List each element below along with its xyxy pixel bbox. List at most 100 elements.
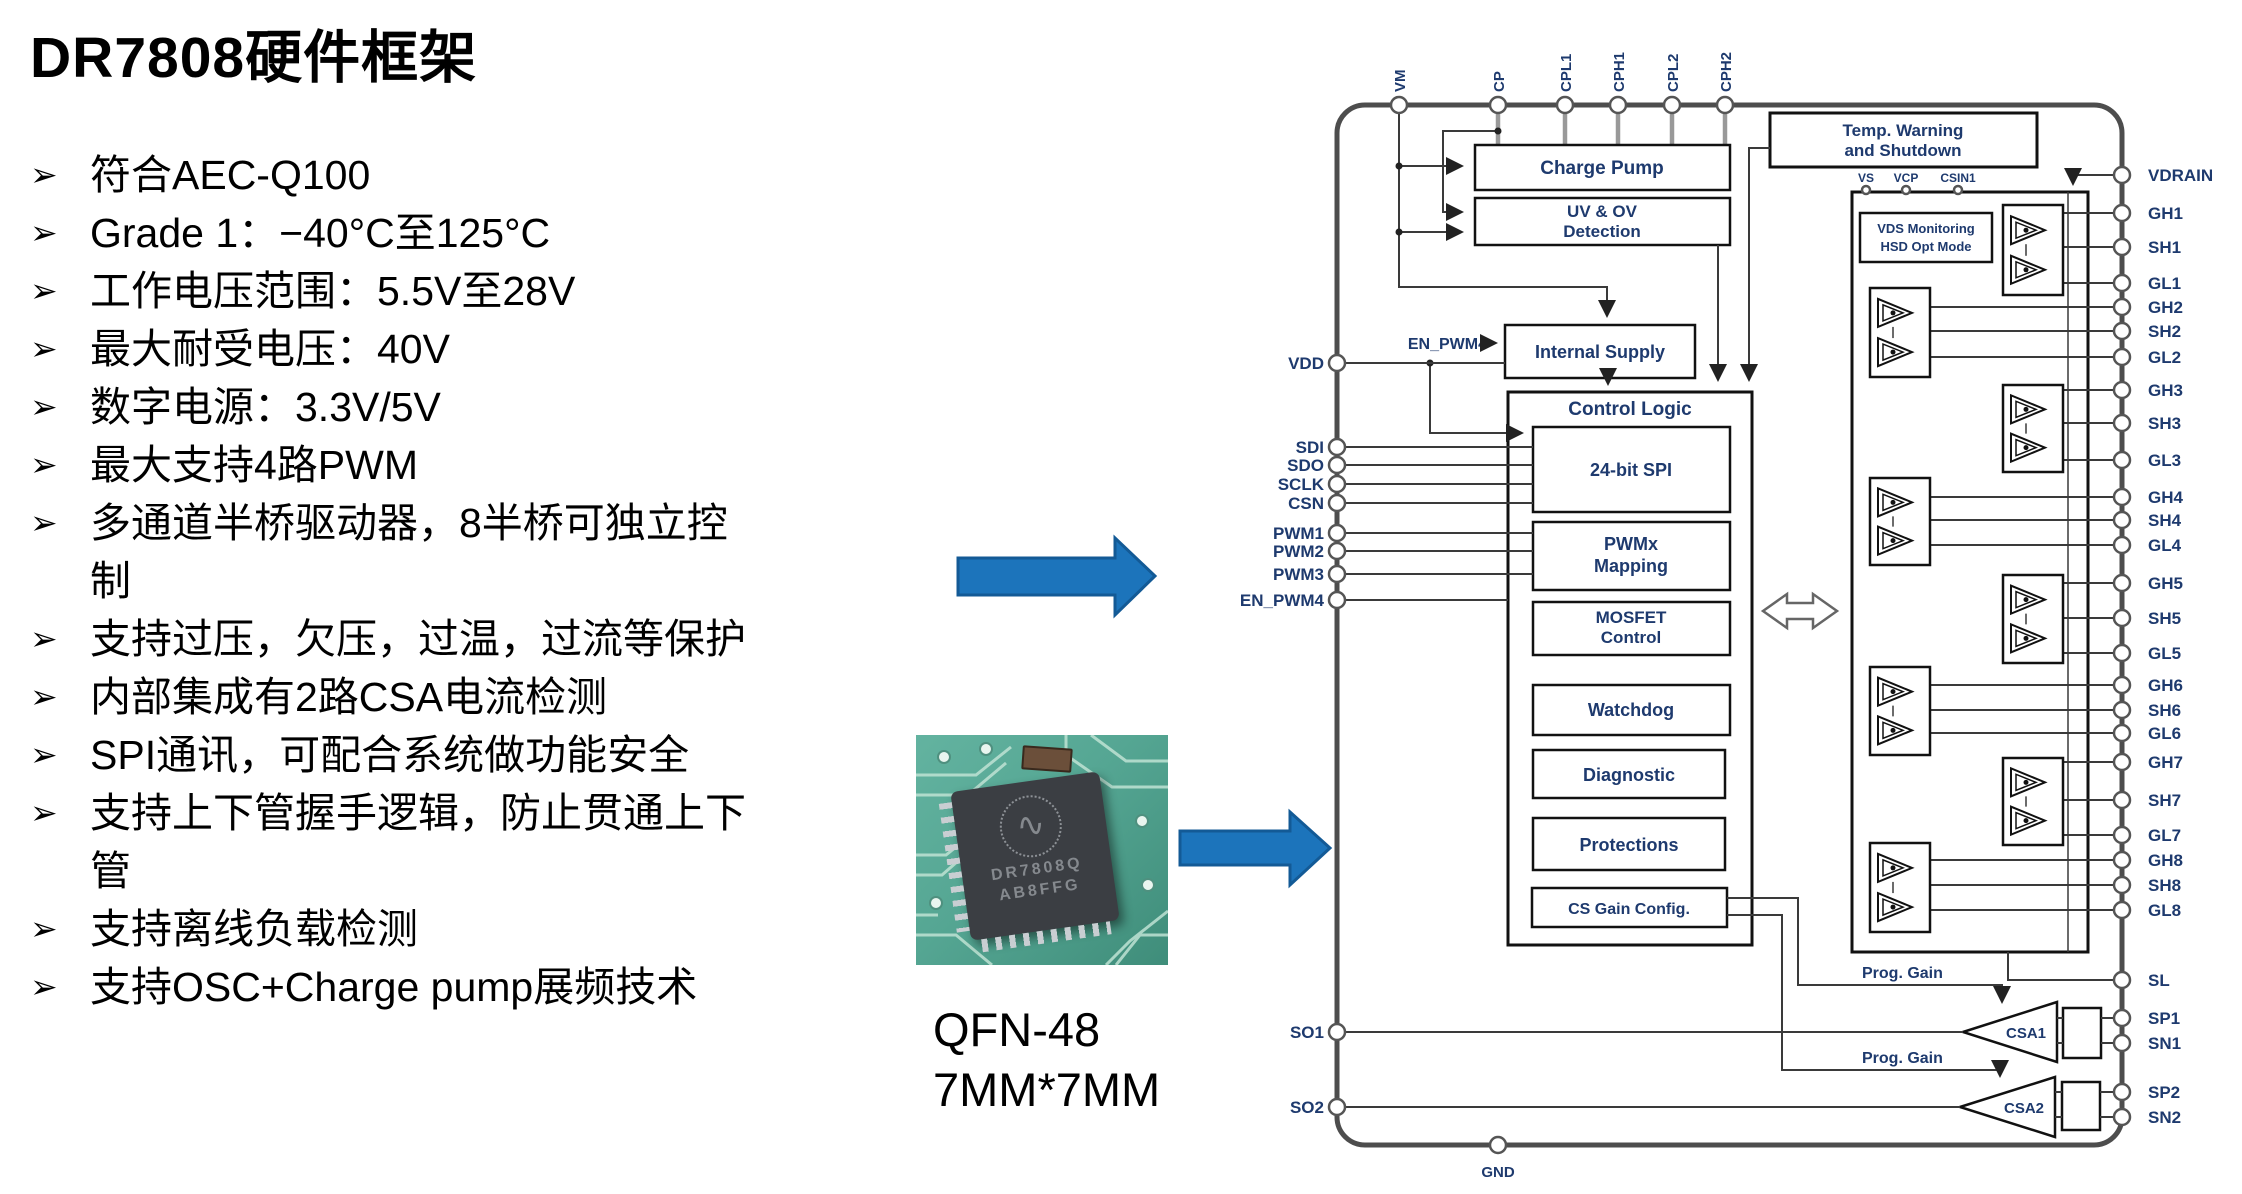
- feature-text: SPI通讯，可配合系统做功能安全: [90, 732, 690, 778]
- half-bridge-driver-3: [2001, 383, 2113, 474]
- svg-text:GND: GND: [1481, 1164, 1515, 1181]
- feature-text: 数字电源：3.3V/5V: [90, 384, 441, 430]
- svg-text:SH4: SH4: [2148, 511, 2182, 530]
- svg-text:24-bit SPI: 24-bit SPI: [1590, 460, 1672, 480]
- bullet-arrow-icon: ➢: [30, 620, 58, 657]
- package-type: QFN-48: [933, 1003, 1101, 1056]
- svg-text:PWMx: PWMx: [1604, 534, 1658, 554]
- svg-text:SN2: SN2: [2148, 1108, 2181, 1127]
- feature-item: ➢SPI通讯，可配合系统做功能安全: [30, 726, 930, 784]
- feature-text: 内部集成有2路CSA电流检测: [90, 674, 608, 720]
- bus-double-arrow-icon: [1760, 591, 1840, 631]
- pin-CP: CP: [1488, 71, 1508, 115]
- svg-text:and Shutdown: and Shutdown: [1844, 141, 1961, 160]
- svg-text:Diagnostic: Diagnostic: [1583, 765, 1675, 785]
- feature-item: ➢工作电压范围：5.5V至28V: [30, 262, 930, 320]
- bullet-arrow-icon: ➢: [30, 910, 58, 947]
- watchdog-block: [1531, 683, 1732, 737]
- svg-text:PWM2: PWM2: [1273, 542, 1324, 561]
- flow-arrow-icon: [956, 534, 1158, 619]
- pin-SH7: SH7: [2112, 790, 2181, 810]
- svg-text:Internal Supply: Internal Supply: [1535, 342, 1665, 362]
- pin-SH4: SH4: [2112, 510, 2182, 530]
- svg-text:CSA1: CSA1: [2006, 1025, 2046, 1042]
- page-title: DR7808硬件框架: [30, 26, 478, 90]
- pin-SH1: SH1: [2112, 237, 2181, 257]
- svg-text:CS Gain Config.: CS Gain Config.: [1568, 901, 1690, 918]
- pin-SO1: SO1: [1290, 1022, 1963, 1042]
- pin-SH3: SH3: [2112, 413, 2181, 433]
- svg-text:GH5: GH5: [2148, 574, 2183, 593]
- pin-VDRAIN: VDRAIN: [2112, 165, 2213, 185]
- pin-GH4: GH4: [2112, 487, 2184, 507]
- svg-text:SH5: SH5: [2148, 609, 2181, 628]
- bullet-arrow-icon: ➢: [30, 794, 58, 831]
- pin-PWM2: PWM2: [1273, 541, 1533, 561]
- bullet-arrow-icon: ➢: [30, 214, 58, 251]
- bullet-arrow-icon: ➢: [30, 446, 58, 483]
- uv-ov-detection-block: UV & OV Detection: [1473, 196, 1732, 247]
- feature-text: 最大耐受电压：40V: [90, 326, 450, 372]
- pin-SP1: SP1: [2112, 1008, 2180, 1028]
- mosfet-control-block: [1531, 600, 1732, 657]
- svg-text:GH7: GH7: [2148, 753, 2183, 772]
- svg-text:VM: VM: [1392, 70, 1409, 93]
- svg-text:VDRAIN: VDRAIN: [2148, 166, 2213, 185]
- feature-item: ➢ 最大支持4路PWM: [30, 436, 930, 494]
- pin-CSN: CSN: [1288, 493, 1533, 513]
- pin-SCLK: SCLK: [1278, 474, 1533, 494]
- bullet-arrow-icon: ➢: [30, 156, 58, 193]
- pin-GL5: GL5: [2112, 643, 2181, 663]
- svg-text:SP1: SP1: [2148, 1009, 2180, 1028]
- pin-PWM1: PWM1: [1273, 523, 1533, 543]
- feature-text: 支持上下管握手逻辑，防止贯通上下管: [90, 790, 746, 894]
- svg-text:GL6: GL6: [2148, 724, 2181, 743]
- pin-EN_PWM4: EN_PWM4: [1240, 590, 1508, 610]
- feature-text: 最大支持4路PWM: [90, 442, 418, 488]
- svg-text:GH4: GH4: [2148, 488, 2184, 507]
- pin-GH6: GH6: [2112, 675, 2183, 695]
- svg-text:Protections: Protections: [1579, 835, 1678, 855]
- charge-pump-block: Charge Pump: [1473, 143, 1732, 192]
- feature-item: ➢ 支持上下管握手逻辑，防止贯通上下管: [30, 784, 930, 900]
- prog-gain-label: Prog. Gain: [1862, 1050, 1943, 1067]
- diagnostic-block: [1531, 748, 1727, 800]
- svg-text:GH6: GH6: [2148, 676, 2183, 695]
- svg-text:VCP: VCP: [1894, 171, 1919, 185]
- svg-text:Temp. Warning: Temp. Warning: [1843, 121, 1964, 140]
- svg-text:GL7: GL7: [2148, 826, 2181, 845]
- bullet-arrow-icon: ➢: [30, 272, 58, 309]
- svg-text:PWM3: PWM3: [1273, 565, 1324, 584]
- svg-text:CSN: CSN: [1288, 494, 1324, 513]
- pin-GH8: GH8: [2112, 850, 2183, 870]
- svg-text:VDS Monitoring: VDS Monitoring: [1877, 221, 1975, 236]
- spi-block: [1531, 425, 1732, 514]
- vds-monitoring-block: [1858, 211, 1994, 264]
- svg-text:CP: CP: [1491, 71, 1508, 92]
- feature-item: ➢数字电源：3.3V/5V: [30, 378, 930, 436]
- pin-GL8: GL8: [2112, 900, 2181, 920]
- svg-text:GH1: GH1: [2148, 204, 2183, 223]
- pin-PWM3: PWM3: [1273, 564, 1533, 584]
- package-size: 7MM*7MM: [933, 1063, 1161, 1116]
- svg-text:Mapping: Mapping: [1594, 556, 1668, 576]
- svg-text:SL: SL: [2148, 971, 2170, 990]
- svg-text:SH8: SH8: [2148, 876, 2181, 895]
- svg-text:HSD Opt Mode: HSD Opt Mode: [1881, 239, 1972, 254]
- pin-SO2: SO2: [1290, 1097, 1960, 1117]
- svg-text:Detection: Detection: [1563, 222, 1640, 241]
- pin-SDO: SDO: [1287, 455, 1533, 475]
- control-logic-block: Control Logic 24-bit SPI PWMx Mapping MO…: [1426, 359, 1754, 947]
- bullet-arrow-icon: ➢: [30, 330, 58, 367]
- svg-text:PWM1: PWM1: [1273, 524, 1324, 543]
- pin-SP2: SP2: [2112, 1082, 2180, 1102]
- svg-text:Control: Control: [1601, 628, 1661, 647]
- feature-item: ➢支持过压，欠压，过温，过流等保护: [30, 610, 930, 668]
- feature-item: ➢符合AEC-Q100: [30, 146, 930, 204]
- svg-text:SP2: SP2: [2148, 1083, 2180, 1102]
- pin-GH1: GH1: [2112, 203, 2183, 223]
- svg-text:CSIN1: CSIN1: [1940, 171, 1976, 185]
- svg-text:SO1: SO1: [1290, 1023, 1324, 1042]
